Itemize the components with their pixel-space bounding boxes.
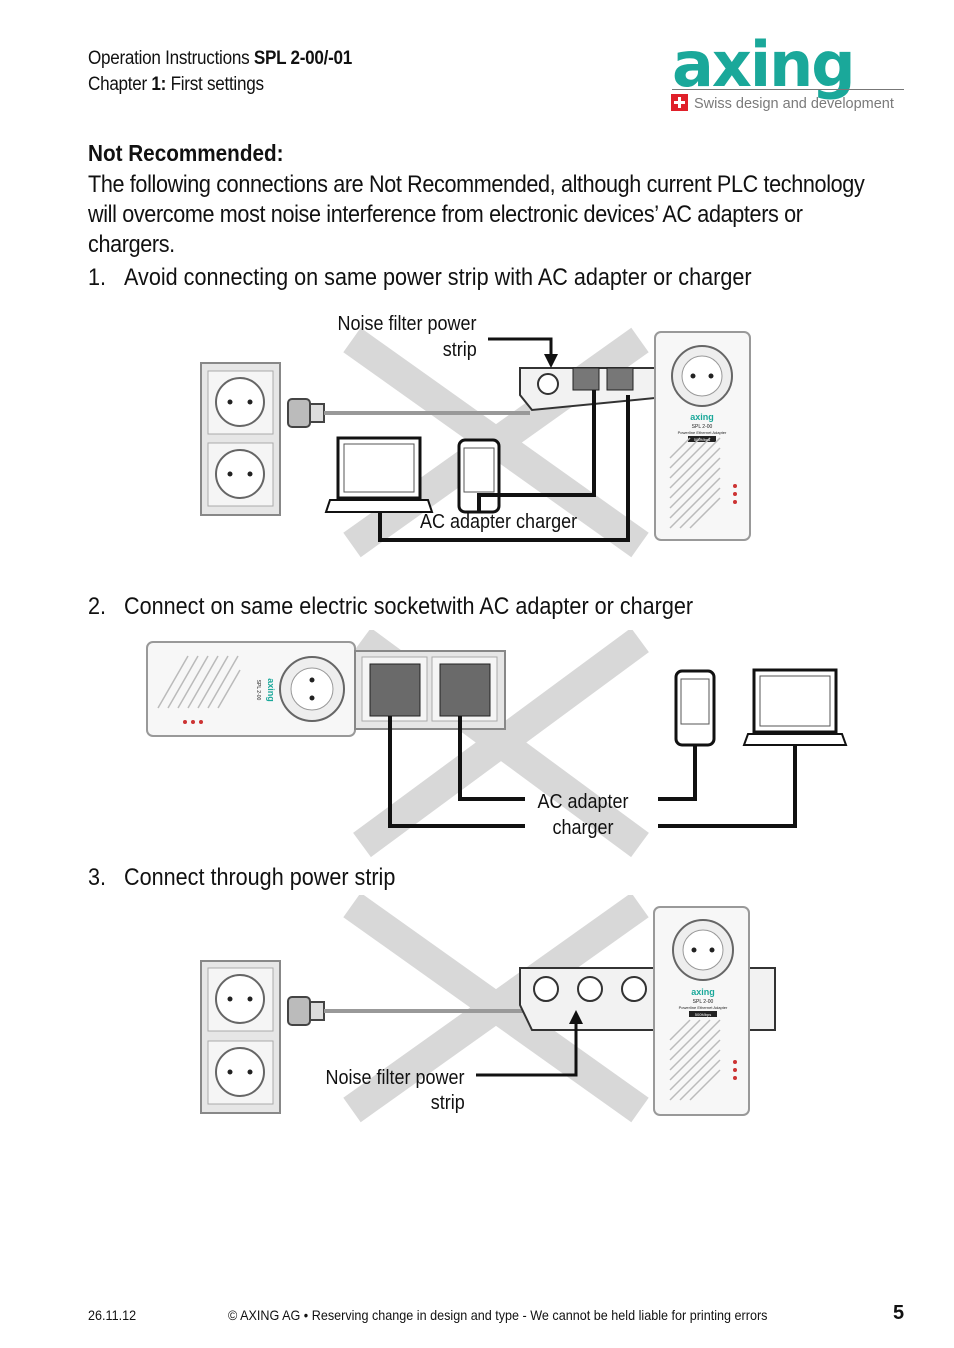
plc-adapter-icon: axing SPL 2-00 Powerline Ethernet Adapte…: [654, 331, 751, 541]
figure-1-diagram: axing SPL 2-00 Powerline Ethernet Adapte…: [200, 327, 751, 558]
header-model: SPL 2-00/-01: [253, 48, 352, 69]
list-item-1: 1. Avoid connecting on same power strip w…: [88, 263, 752, 293]
plc-adapter-icon: axing SPL 2-00: [146, 641, 356, 737]
list-item-number: 1.: [88, 264, 107, 291]
list-item-2: 2. Connect on same electric socketwith AC…: [88, 592, 693, 622]
prohibited-cross-icon: [343, 895, 649, 1123]
footer-date: 26.11.12: [88, 1307, 137, 1323]
figure-2-diagram: axing SPL 2-00: [146, 630, 848, 858]
figure-3-diagram: axing SPL 2-00 Powerline Ethernet Adapte…: [200, 895, 776, 1123]
logo-divider: [672, 89, 904, 90]
pointer-arrow: [488, 337, 558, 368]
cables: [388, 716, 797, 828]
wall-socket-icon: [354, 650, 506, 730]
axing-logo: axing: [672, 34, 908, 96]
device-brand: axing: [691, 987, 715, 997]
power-strip-icon: [519, 367, 656, 412]
swiss-flag-icon: [671, 94, 688, 111]
pointer-arrow: [476, 1010, 583, 1077]
list-item-number: 2.: [88, 593, 107, 620]
device-desc: Powerline Ethernet Adapter: [679, 1005, 728, 1010]
list-item-number: 3.: [88, 864, 107, 891]
device-brand: axing: [690, 412, 714, 422]
label-noise-filter-line1: Noise filter power: [325, 1067, 465, 1089]
chapter-number: 1:: [151, 74, 167, 95]
list-item-3: 3. Connect through power strip: [88, 863, 395, 893]
wall-socket-icon: [200, 362, 281, 516]
device-speed: 500Mbps: [694, 437, 710, 442]
label-ac-adapter-line2: charger: [552, 817, 614, 839]
section-paragraph: The following connections are Not Recomm…: [88, 171, 865, 258]
label-ac-adapter-line1: AC adapter: [537, 791, 629, 813]
list-item-text: Avoid connecting on same power strip wit…: [124, 264, 752, 291]
header-prefix: Operation Instructions: [88, 48, 254, 69]
label-noise-filter-line1: Noise filter power: [337, 313, 477, 335]
footer-copyright: © AXING AG • Reserving change in design …: [228, 1307, 768, 1323]
device-speed: 500Mbps: [695, 1012, 711, 1017]
laptop-icon: [324, 436, 434, 513]
chapter-title: First settings: [166, 74, 264, 95]
logo-brand: axing: [672, 28, 856, 101]
device-model: SPL 2-00: [255, 680, 261, 701]
cables: [378, 390, 630, 542]
logo-tagline-row: Swiss design and development: [671, 94, 894, 112]
header-title: Operation Instructions SPL 2-00/-01: [88, 46, 352, 72]
plug-icon: [287, 996, 530, 1026]
list-item-text: Connect on same electric socketwith AC a…: [124, 593, 694, 620]
plc-adapter-icon: axing SPL 2-00 Powerline Ethernet Adapte…: [653, 906, 750, 1116]
device-desc: Powerline Ethernet Adapter: [678, 430, 727, 435]
phone-icon: [674, 669, 716, 747]
label-ac-adapter: AC adapter charger: [420, 511, 578, 533]
device-model: SPL 2-00: [693, 999, 714, 1005]
header-chapter: Chapter 1: First settings: [88, 72, 264, 98]
page-number: 5: [893, 1302, 905, 1324]
list-item-text: Connect through power strip: [124, 864, 396, 891]
section-heading: Not Recommended:: [88, 140, 284, 166]
device-brand: axing: [266, 678, 276, 702]
chapter-prefix: Chapter: [88, 74, 152, 95]
label-noise-filter-line2: strip: [430, 1092, 465, 1114]
wall-socket-icon: [200, 960, 281, 1114]
plug-icon: [287, 398, 530, 428]
label-noise-filter-line2: strip: [442, 339, 477, 361]
laptop-icon: [742, 668, 848, 746]
logo-tagline: Swiss design and development: [694, 96, 894, 112]
device-model: SPL 2-00: [692, 424, 713, 430]
